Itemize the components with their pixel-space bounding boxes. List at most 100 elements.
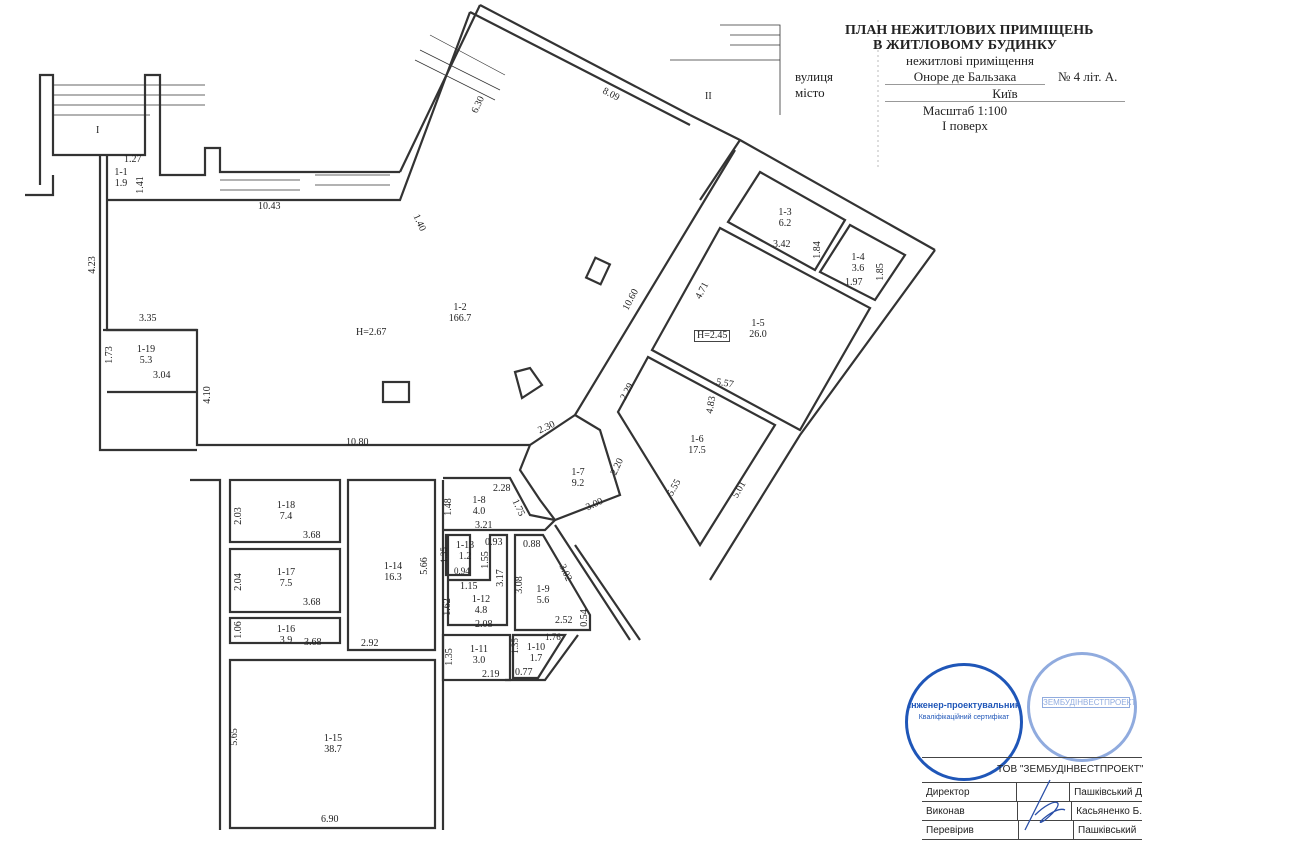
wall — [689, 114, 936, 251]
annex-label-II: II — [705, 91, 712, 102]
dimension: 6.90 — [321, 814, 339, 825]
dimension: 1.76 — [545, 632, 561, 642]
wall — [616, 355, 777, 548]
stair-lines — [53, 84, 205, 116]
dimension: 1.35 — [438, 547, 449, 563]
room-1-10 — [511, 633, 567, 680]
wall — [505, 634, 579, 682]
wall — [699, 139, 741, 201]
dimension: 1.73 — [103, 346, 115, 364]
wall — [818, 223, 907, 302]
street-label: вулиця — [795, 69, 834, 84]
dimension: 3.21 — [475, 520, 493, 531]
dimension: 3.68 — [303, 530, 321, 541]
dimension: 1.35 — [509, 638, 520, 654]
plan-title-line1: ПЛАН НЕЖИТЛОВИХ ПРИМІЩЕНЬ — [845, 23, 1094, 38]
dimension: 3.42 — [773, 239, 791, 250]
dimension: 2.03 — [232, 507, 244, 525]
dimension: 2.92 — [361, 638, 379, 649]
wall — [469, 4, 691, 126]
dimension: 2.52 — [555, 615, 573, 626]
stair-lines — [220, 174, 390, 191]
building-number: № 4 літ. А. — [1058, 69, 1118, 84]
wall — [650, 226, 872, 432]
wall — [518, 414, 622, 522]
room-1-8 — [443, 476, 558, 532]
dimension: 3.68 — [303, 597, 321, 608]
wall — [25, 175, 55, 197]
dimension: 1.85 — [874, 263, 886, 281]
column — [584, 256, 612, 286]
signature — [1019, 821, 1074, 839]
dimension: 5.66 — [418, 557, 430, 575]
scale: Масштаб 1:100 — [922, 103, 1008, 118]
dimension: 3.68 — [304, 637, 322, 648]
dimension: 10.80 — [346, 437, 369, 448]
annex-label-I: I — [96, 125, 100, 136]
city-value: Київ — [885, 87, 1125, 102]
wall — [399, 4, 481, 173]
wall — [190, 478, 222, 830]
room-height-1-5: H=2.45 — [694, 330, 731, 342]
room-1-9 — [513, 533, 592, 632]
dimension: 5.65 — [228, 728, 240, 746]
column — [513, 366, 544, 400]
dimension: 1.62 — [441, 598, 453, 616]
dimension: 1.15 — [460, 581, 478, 592]
room-1-11 — [441, 633, 512, 682]
dimension: 1.27 — [124, 154, 142, 165]
dimension: 1.35 — [443, 648, 455, 666]
dimension: 1.55 — [479, 551, 491, 569]
wall — [98, 155, 197, 452]
dimension: 1.41 — [134, 176, 146, 194]
company-name: ТОВ "ЗЕМБУДІНВЕСТПРОЕКТ" — [922, 758, 1143, 783]
column — [381, 380, 411, 404]
room-1-17 — [228, 547, 342, 614]
wall — [726, 170, 847, 272]
dimension: 3.35 — [139, 313, 157, 324]
room-height-1-2: H=2.67 — [356, 327, 387, 338]
floor-label: I поверх — [942, 118, 988, 133]
city-label: місто — [795, 85, 825, 100]
wall — [709, 249, 936, 581]
dimension: 2.19 — [482, 669, 500, 680]
stair-lines — [414, 34, 506, 101]
dimension: 3.04 — [153, 370, 171, 381]
signature-scribble — [1024, 779, 1066, 831]
company-stamp: ЗЕМБУДІНВЕСТПРОЕКТ — [1027, 652, 1137, 762]
room-1-14 — [346, 478, 437, 652]
wall — [554, 524, 641, 641]
dimension: 1.48 — [442, 498, 454, 516]
dimension: 2.28 — [493, 483, 511, 494]
dimension: 1.97 — [845, 277, 863, 288]
dimension: 0.88 — [523, 539, 541, 550]
dimension: 3.08 — [513, 576, 525, 594]
dimension: 0.93 — [485, 537, 503, 548]
dimension: 2.08 — [475, 619, 493, 630]
dimension: 1.84 — [811, 241, 823, 259]
dimension: 0.54 — [578, 609, 590, 627]
signature — [1017, 783, 1071, 801]
dimension: 3.17 — [494, 569, 506, 587]
room-1-15 — [228, 658, 437, 830]
dimension: 0.94 — [454, 566, 470, 576]
